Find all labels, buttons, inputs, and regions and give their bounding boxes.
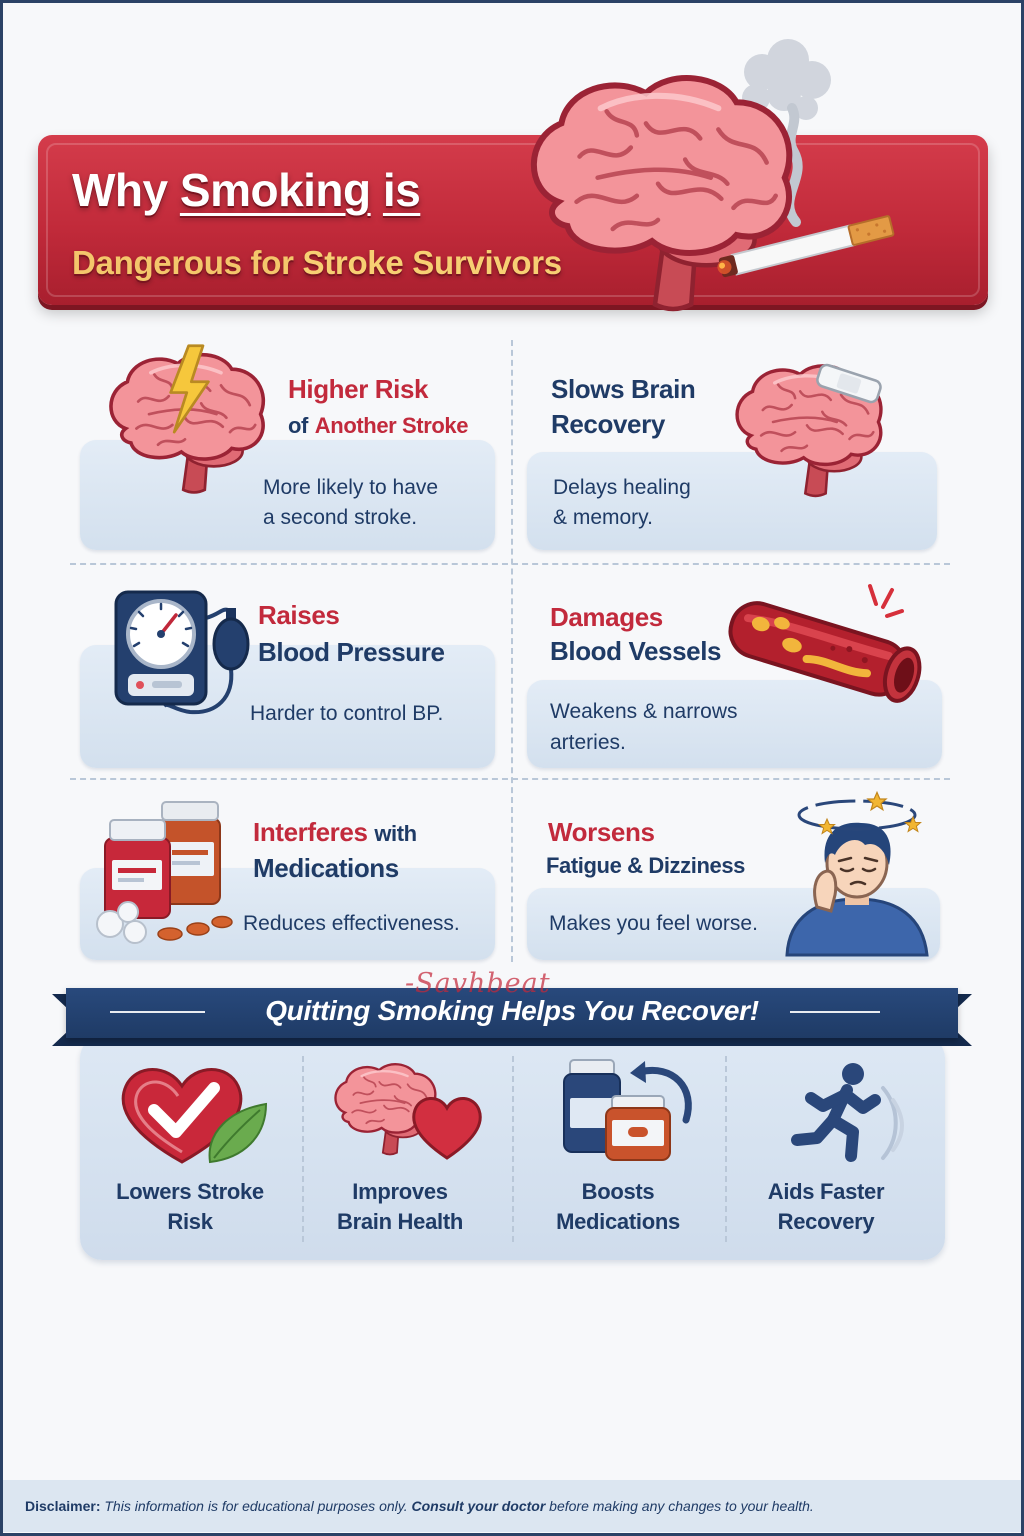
disclaimer-label: Disclaimer: (25, 1498, 101, 1514)
title-word-why: Why (72, 164, 168, 216)
card-body-fatigue: Makes you feel worse. (549, 909, 758, 939)
subtitle-lead: Dangerous for (72, 244, 294, 281)
card-title-part: Interferes (253, 817, 368, 847)
card-body-stroke-risk: More likely to have a second stroke. (263, 473, 438, 533)
card-title-line: Medications (253, 853, 399, 883)
brain-heart-icon (334, 1063, 482, 1160)
card-body-brain-recovery: Delays healing & memory. (553, 473, 691, 533)
card-title-line: Raises (258, 600, 340, 630)
title-word-is: is (382, 164, 421, 216)
benefit-label-line: Boosts (581, 1179, 655, 1204)
benefits-ribbon (66, 988, 958, 1038)
disclaimer-body-end: before making any changes to your health… (549, 1498, 814, 1514)
card-panel-brain-recovery (527, 452, 937, 550)
brain-lightning-icon (109, 344, 266, 495)
benefit-label-line: Improves (352, 1179, 448, 1204)
cigarette-icon (717, 215, 895, 278)
smoke-icon (742, 39, 831, 227)
card-title-stroke-risk: Higher Risk of Another Stroke (288, 372, 469, 443)
card-title-line: Damages (550, 602, 663, 632)
page-subtitle: Dangerous for Stroke Survivors (72, 241, 562, 285)
grid-divider-row2 (70, 778, 950, 780)
subtitle-emphasis: Stroke Survivors (302, 244, 563, 281)
card-body-line: Harder to control BP. (250, 702, 444, 725)
benefit-label-brain-health: Improves Brain Health (300, 1177, 500, 1237)
card-title-part: with (374, 821, 417, 846)
benefit-label-line: Aids Faster (767, 1179, 885, 1204)
running-person-icon (791, 1063, 904, 1162)
benefit-divider (302, 1056, 304, 1242)
card-title-part: Another Stroke (314, 413, 469, 438)
benefits-heading: Quitting Smoking Helps You Recover! (265, 995, 759, 1026)
card-title-line: Higher Risk (288, 374, 429, 404)
card-title-blood-vessels: Damages Blood Vessels (550, 600, 722, 668)
card-body-blood-vessels: Weakens & narrows arteries. (550, 696, 738, 758)
blood-vessel-icon (728, 584, 922, 703)
card-body-blood-pressure: Harder to control BP. (250, 699, 443, 729)
card-title-line: Blood Pressure (258, 637, 445, 667)
benefit-label-line: Risk (167, 1209, 213, 1234)
blood-pressure-monitor-icon (114, 590, 250, 715)
title-word-smoking: Smoking (179, 164, 371, 216)
card-title-line: Fatigue & Dizziness (546, 853, 745, 878)
ribbon-rule-right (790, 1011, 880, 1013)
card-body-line: a second stroke. (263, 506, 418, 529)
grid-divider-vertical (511, 340, 513, 962)
card-title-line: Slows Brain (551, 374, 696, 404)
page-title: Why Smoking is (72, 164, 421, 216)
card-body-medications: Reduces effectiveness. (243, 909, 460, 939)
benefit-label-line: Lowers Stroke (116, 1179, 264, 1204)
grid-divider-row1 (70, 563, 950, 565)
benefit-label-line: Medications (556, 1209, 680, 1234)
card-title-blood-pressure: Raises Blood Pressure (258, 597, 445, 671)
benefit-label-line: Recovery (777, 1209, 875, 1234)
card-title-line: Blood Vessels (550, 636, 722, 666)
card-title-medications: Interferes with Medications (253, 815, 417, 885)
medication-refresh-icon (563, 1059, 692, 1161)
card-body-line: Makes you feel worse. (549, 912, 758, 935)
card-body-line: Delays healing (553, 476, 691, 499)
heart-check-icon (121, 1068, 268, 1164)
bandaged-brain-icon (735, 363, 883, 498)
benefit-label-medications: Boosts Medications (518, 1177, 718, 1237)
disclaimer-bar (0, 1480, 1024, 1532)
card-body-line: Weakens & narrows (550, 700, 738, 723)
ribbon-rule-left (110, 1011, 205, 1013)
pill-bottles-icon (96, 801, 233, 944)
benefit-label-line: Brain Health (337, 1209, 463, 1234)
benefit-label-stroke-risk: Lowers Stroke Risk (90, 1177, 290, 1237)
card-title-line: Recovery (551, 409, 665, 439)
title-banner-trim (46, 143, 980, 297)
benefit-label-recovery: Aids Faster Recovery (726, 1177, 926, 1237)
disclaimer-text: Disclaimer: This information is for educ… (25, 1480, 814, 1532)
dizzy-person-icon (785, 790, 929, 957)
disclaimer-body: This information is for educational purp… (104, 1498, 408, 1514)
watermark-signature: -Savhbeat (405, 968, 551, 999)
card-title-brain-recovery: Slows Brain Recovery (551, 372, 696, 442)
card-title-line: Worsens (548, 817, 655, 847)
disclaimer-emphasis: Consult your doctor (411, 1498, 546, 1514)
benefit-divider (512, 1056, 514, 1242)
card-body-line: Reduces effectiveness. (243, 912, 460, 935)
title-banner (38, 135, 988, 305)
card-body-line: arteries. (550, 731, 626, 754)
card-body-line: & memory. (553, 506, 653, 529)
card-title-part: of (288, 413, 308, 438)
card-body-line: More likely to have (263, 476, 439, 499)
card-title-fatigue: Worsens Fatigue & Dizziness (546, 815, 745, 883)
benefit-divider (725, 1056, 727, 1242)
